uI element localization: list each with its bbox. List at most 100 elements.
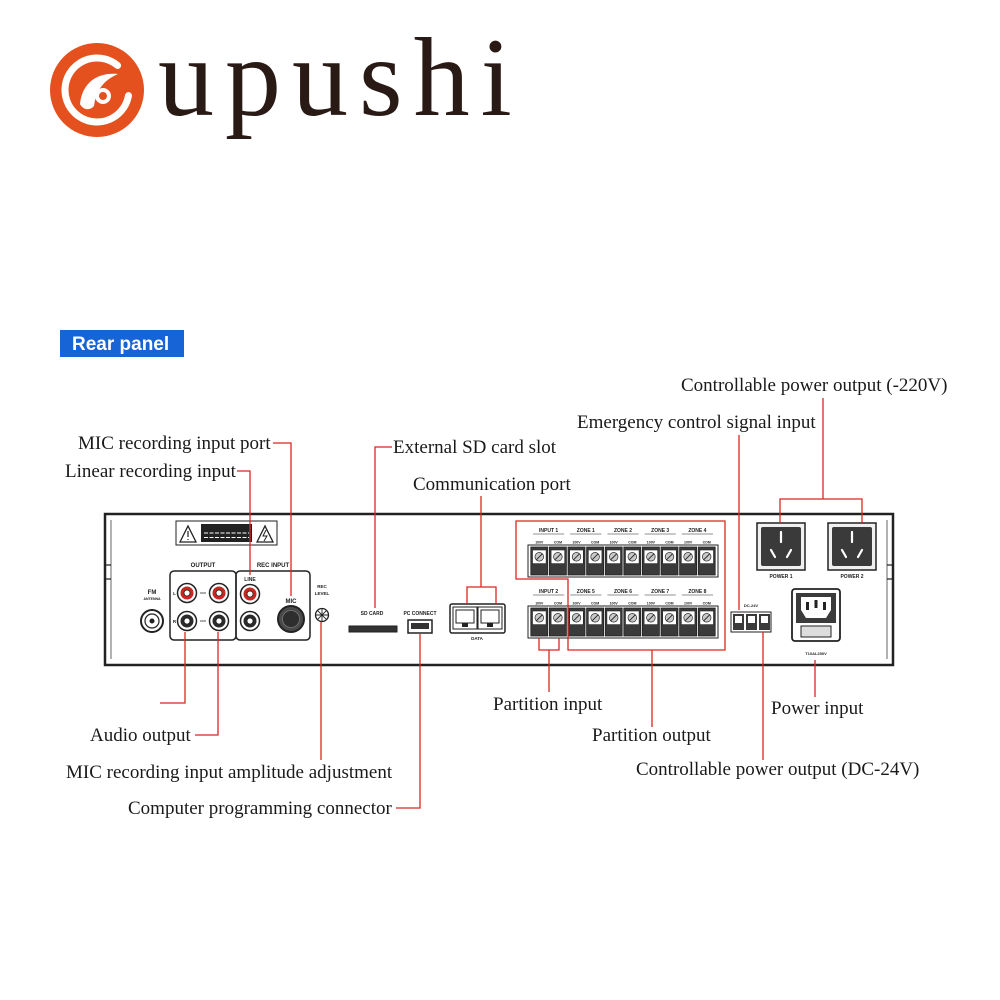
dc-terminal-screw [761,616,768,623]
rack-ear-notches [105,564,893,580]
callout-label-rec-level: MIC recording input amplitude adjustment [66,762,393,783]
panel-edge-lines [110,520,888,659]
callout-label-power-24v: Controllable power output (DC-24V) [636,759,919,780]
power-outlet-1-face [761,527,801,566]
terminal-screw-slot [554,553,562,561]
rca-jack-center [183,589,191,597]
terminal-pin-label: COM [591,602,599,606]
terminal-pin-label: 100V [535,541,544,545]
terminal-screw-slot [684,553,692,561]
iec-pin [814,600,818,608]
channel-divider-marks [200,592,206,622]
terminal-pin-label: 100V [535,602,544,606]
terminal-group-label: ZONE 7 [651,589,669,595]
terminal-pin-label: 100V [647,541,656,545]
callout-line-partition-input [538,638,560,692]
section-label-box [60,330,184,357]
outlet-socket-icon [769,530,793,559]
rca-jack-center [183,617,191,625]
callout-line-mic-port [273,442,292,596]
terminal-screw-slot [591,614,599,622]
rca-jack-center [246,617,254,625]
data-label: DATA [471,636,484,641]
section-label: Rear panel [72,334,169,355]
usb-port-tongue [411,623,429,629]
rj45-port-1-tab [462,623,468,627]
terminal-screw-slot [647,553,655,561]
terminal-screw-slot [554,614,562,622]
left-channel-label: L [173,591,176,596]
shock-triangle-icon [255,524,275,543]
terminal-group-label: INPUT 2 [539,589,558,595]
terminal-pin-label: COM [591,541,599,545]
terminal-group-label: ZONE 1 [577,528,595,534]
callout-line-partition-output [515,520,726,727]
right-channel-label: R [173,619,177,624]
terminal-screw-slot [610,553,618,561]
dc-24v-label: DC-24V [744,603,759,608]
terminal-screw-slot [628,614,636,622]
callout-label-power-input: Power input [771,698,864,719]
warning-text-lines [204,532,249,538]
warning-triangle-icon [178,524,198,543]
rca-jacks [176,582,261,632]
terminal-screw-slot [647,614,655,622]
mic-label: MIC [286,599,298,605]
fm-label: FM [148,590,157,596]
output-label: OUTPUT [191,563,216,569]
terminal-screw-slot [684,614,692,622]
terminal-group-label: ZONE 6 [614,589,632,595]
terminal-group-label: ZONE 2 [614,528,632,534]
terminal-group-label: ZONE 3 [651,528,669,534]
terminal-screw-slot [703,553,711,561]
terminal-pin-label: 100V [684,602,693,606]
sd-card-label: SD CARD [361,611,384,617]
warning-label [175,520,278,546]
callout-label-pc-connector: Computer programming connector [128,798,392,819]
callout-line-sd-card [374,446,392,608]
logo-inner-dot [95,88,111,104]
line-label: LINE [244,577,256,583]
terminal-screw-slot [535,614,543,622]
terminal-group-label: ZONE 8 [688,589,706,595]
callout-line-comm-port [466,496,497,604]
antenna-label: ANTENNA [143,597,161,601]
fuse-drawer [800,625,832,638]
rear-panel-drawing: FM ANTENNA OUTPUT REC INPUT L R LINE MIC… [103,512,895,667]
mic-jack-inner [282,610,300,628]
callout-labels: Controllable power output (-220V) Emerge… [65,375,947,819]
callout-label-line-input: Linear recording input [65,461,237,482]
terminal-pin-label: 100V [610,602,619,606]
terminal-pin-label: COM [554,602,562,606]
knob-grip-icon [316,609,328,621]
terminal-screw-slot [535,553,543,561]
brand-name: upushi [158,16,523,140]
fuse-rating-label: T10AL250V [805,651,827,656]
rec-level-label-top: REC [317,584,327,589]
dc-terminal-screw [748,616,755,623]
power-outlet-2-face [832,527,872,566]
callout-label-comm-port: Communication port [413,474,572,495]
terminal-group-label: INPUT 1 [539,528,558,534]
terminal-pin-label: 100V [610,541,619,545]
rec-level-label-bottom: LEVEL [315,591,330,596]
terminal-screw-slot [628,553,636,561]
callout-label-sd-card: External SD card slot [393,437,557,458]
terminal-screw-slot [573,614,580,622]
antenna-connector-pin [149,618,155,624]
callout-line-power-220v [779,398,863,523]
terminal-screw-slot [666,553,673,561]
brand-logo-icon [50,43,144,137]
lightning-icon [262,529,268,542]
callout-lines [160,398,863,809]
terminal-pin-label: 100V [684,541,693,545]
terminal-pin-label: COM [703,602,711,606]
iec-pin [823,602,826,610]
iec-pin [806,602,809,610]
outlet-socket-icon [840,530,864,559]
callout-label-partition-output: Partition output [592,725,711,746]
terminal-pin-label: COM [703,541,711,545]
rca-jack-center [215,617,223,625]
